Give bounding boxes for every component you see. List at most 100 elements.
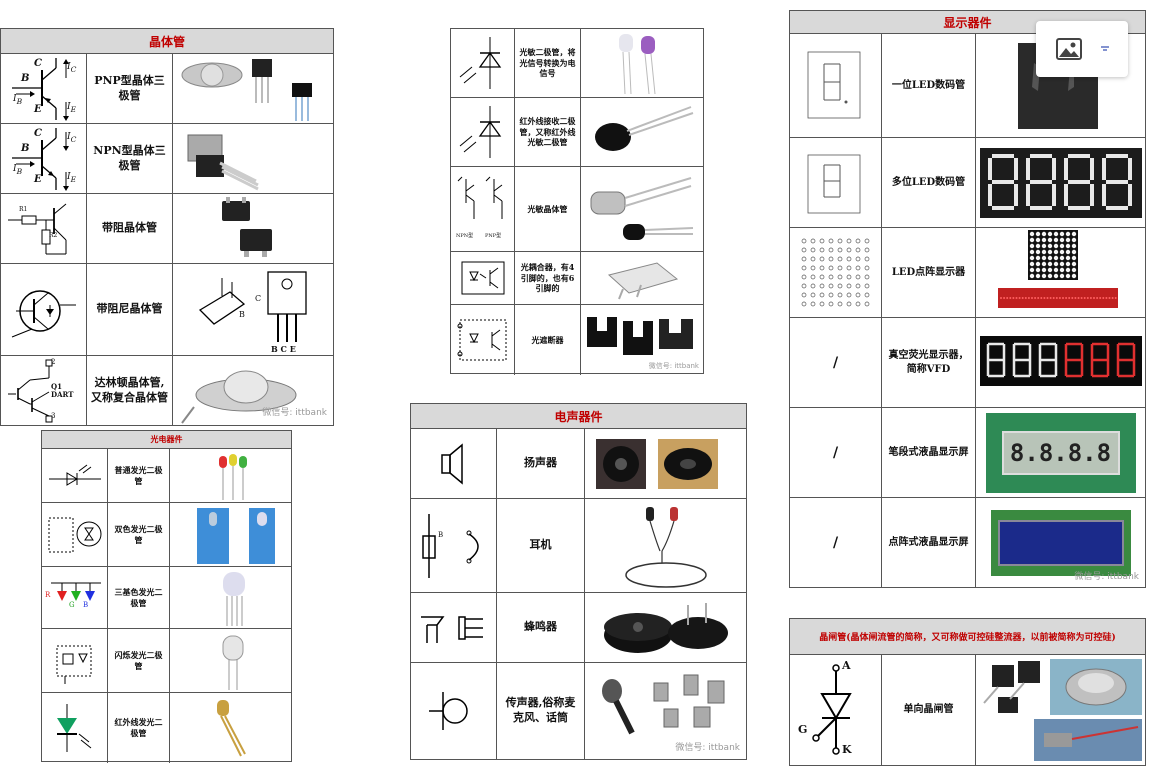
table-row: 扬声器 xyxy=(411,429,746,499)
table-row: LED点阵显示器 xyxy=(790,228,1145,318)
vfd-digit xyxy=(1012,342,1031,377)
npn-name: NPN型晶体三极管 xyxy=(87,124,173,193)
photodiode-symbol xyxy=(451,29,515,97)
ir-receiver-photo xyxy=(581,98,703,166)
vfd-digit xyxy=(1090,342,1109,377)
flashing-led-name: 闪烁发光二极管 xyxy=(108,629,170,692)
label-ie: IE xyxy=(67,172,77,184)
single-led-symbol xyxy=(790,34,882,137)
label-r: R xyxy=(45,591,51,599)
label-k: K xyxy=(842,743,852,756)
damper-transistor-symbol xyxy=(1,264,87,355)
dot-matrix-name: LED点阵显示器 xyxy=(882,228,976,317)
table-row: 带阻尼晶体管 B C B C E xyxy=(1,264,333,356)
led-symbol xyxy=(42,449,108,502)
table-row: R1 R2 带阻晶体管 xyxy=(1,194,333,264)
npn-photo xyxy=(173,124,333,193)
opto-mid-table: 光敏二极管，将光信号转换为电信号 红外线接收二极管，又称红外线光敏二极管 xyxy=(450,28,704,375)
dot-lcd-name: 点阵式液晶显示屏 xyxy=(882,498,976,588)
electroacoustic-header: 电声器件 xyxy=(411,404,746,429)
phototransistor-symbol: NPN型 PNP型 xyxy=(451,167,515,251)
label-g: G xyxy=(69,601,75,609)
ir-receiver-name: 红外线接收二极管，又称红外线光敏二极管 xyxy=(515,98,581,166)
buzzer-symbol xyxy=(411,593,497,662)
label-bce: B C E xyxy=(271,344,296,354)
led-digit xyxy=(987,153,1018,210)
microphone-symbol xyxy=(411,663,497,759)
table-row: C B E IC IB IE NPN型晶体三极管 xyxy=(1,124,333,194)
multi-led-digits xyxy=(979,147,1142,218)
label-c: C xyxy=(34,58,42,69)
label-g: G xyxy=(798,723,808,736)
photo-interrupter-symbol xyxy=(451,305,515,375)
optocoupler-name: 光耦合器，有4引脚的，也有6引脚的 xyxy=(515,252,581,304)
vfd-symbol: / xyxy=(790,318,882,407)
ir-receiver-symbol xyxy=(451,98,515,166)
transistor-table: 晶体管 C B E IC IB IE PNP型晶体三极管 xyxy=(0,28,334,426)
segment-lcd-symbol: / xyxy=(790,408,882,497)
pnp-symbol: C B E IC IB IE xyxy=(1,54,87,123)
led-digit xyxy=(1025,153,1056,210)
darlington-symbol: 2 Q1 DART 3 xyxy=(1,356,87,426)
speaker-photo xyxy=(585,429,746,498)
table-row: 2 Q1 DART 3 达林顿晶体管,又称复合晶体管 微信号: ittbank xyxy=(1,356,333,426)
vfd-digit xyxy=(1116,342,1135,377)
transistor-watermark: 微信号: ittbank xyxy=(262,408,327,418)
table-row: / 真空荧光显示器，简称VFD xyxy=(790,318,1145,408)
image-tool-button[interactable] xyxy=(1036,21,1128,77)
vfd-digit xyxy=(1064,342,1083,377)
label-b: B xyxy=(21,143,30,154)
dot-lcd-board xyxy=(990,510,1131,576)
resistor-transistor-name: 带阻晶体管 xyxy=(87,194,173,263)
damper-transistor-photo: B C B C E xyxy=(173,264,333,355)
display-table: 显示器件 一位LED数码管 多位 xyxy=(789,10,1146,588)
earphone-name: 耳机 xyxy=(497,499,585,592)
ir-led-symbol xyxy=(42,693,108,763)
label-r1: R1 xyxy=(19,206,28,213)
pnp-photo xyxy=(173,54,333,123)
dropdown-icon[interactable] xyxy=(1100,45,1110,53)
electroacoustic-watermark: 微信号: ittbank xyxy=(675,743,740,753)
table-row: 红外线接收二极管，又称红外线光敏二极管 xyxy=(451,98,703,167)
vfd-digit xyxy=(986,342,1005,377)
label-pin3: 3 xyxy=(51,412,56,420)
table-row: / 笔段式液晶显示屏 8.8.8.8 xyxy=(790,408,1145,498)
photo-interrupter-name: 光遮断器 xyxy=(515,305,581,375)
microphone-name: 传声器,俗称麦克风、话筒 xyxy=(497,663,585,759)
display-watermark: 微信号: ittbank xyxy=(1074,572,1139,582)
darlington-photo: 微信号: ittbank xyxy=(173,356,333,426)
optocoupler-photo xyxy=(581,252,703,304)
led-name: 普通发光二极管 xyxy=(108,449,170,502)
label-c: C xyxy=(34,128,42,139)
speaker-name: 扬声器 xyxy=(497,429,585,498)
multi-led-photo xyxy=(976,138,1145,227)
scr-symbol: A G K xyxy=(790,655,882,765)
label-ie: IE xyxy=(67,102,77,114)
darlington-name: 达林顿晶体管,又称复合晶体管 xyxy=(87,356,173,426)
led-digit xyxy=(1063,153,1094,210)
image-icon[interactable] xyxy=(1056,38,1082,60)
table-row: A G K 单向晶闸管 xyxy=(790,655,1145,765)
photodiode-photo xyxy=(581,29,703,97)
microphone-photo: 微信号: ittbank xyxy=(585,663,746,759)
label-pkg-b: B xyxy=(239,310,245,319)
resistor-transistor-symbol: R1 R2 xyxy=(1,194,87,263)
flashing-led-photo xyxy=(170,629,291,692)
phototransistor-name: 光敏晶体管 xyxy=(515,167,581,251)
speaker-symbol xyxy=(411,429,497,498)
optocoupler-symbol xyxy=(451,252,515,304)
table-row: 光遮断器 微信号: ittbank xyxy=(451,305,703,375)
table-row: 多位LED数码管 xyxy=(790,138,1145,228)
label-q1: Q1 xyxy=(51,382,62,391)
photodiode-name: 光敏二极管，将光信号转换为电信号 xyxy=(515,29,581,97)
opto-left-header: 光电器件 xyxy=(42,431,291,449)
label-pnp: PNP型 xyxy=(485,233,502,239)
table-row: 传声器,俗称麦克风、话筒 微信号: ittbank xyxy=(411,663,746,759)
segment-lcd-photo: 8.8.8.8 xyxy=(976,408,1145,497)
bicolor-led-symbol xyxy=(42,503,108,566)
table-row: 红外线发光二极管 xyxy=(42,693,291,763)
phototransistor-photo xyxy=(581,167,703,251)
label-b: B xyxy=(438,531,444,539)
segment-lcd-name: 笔段式液晶显示屏 xyxy=(882,408,976,497)
label-b: B xyxy=(21,73,30,84)
